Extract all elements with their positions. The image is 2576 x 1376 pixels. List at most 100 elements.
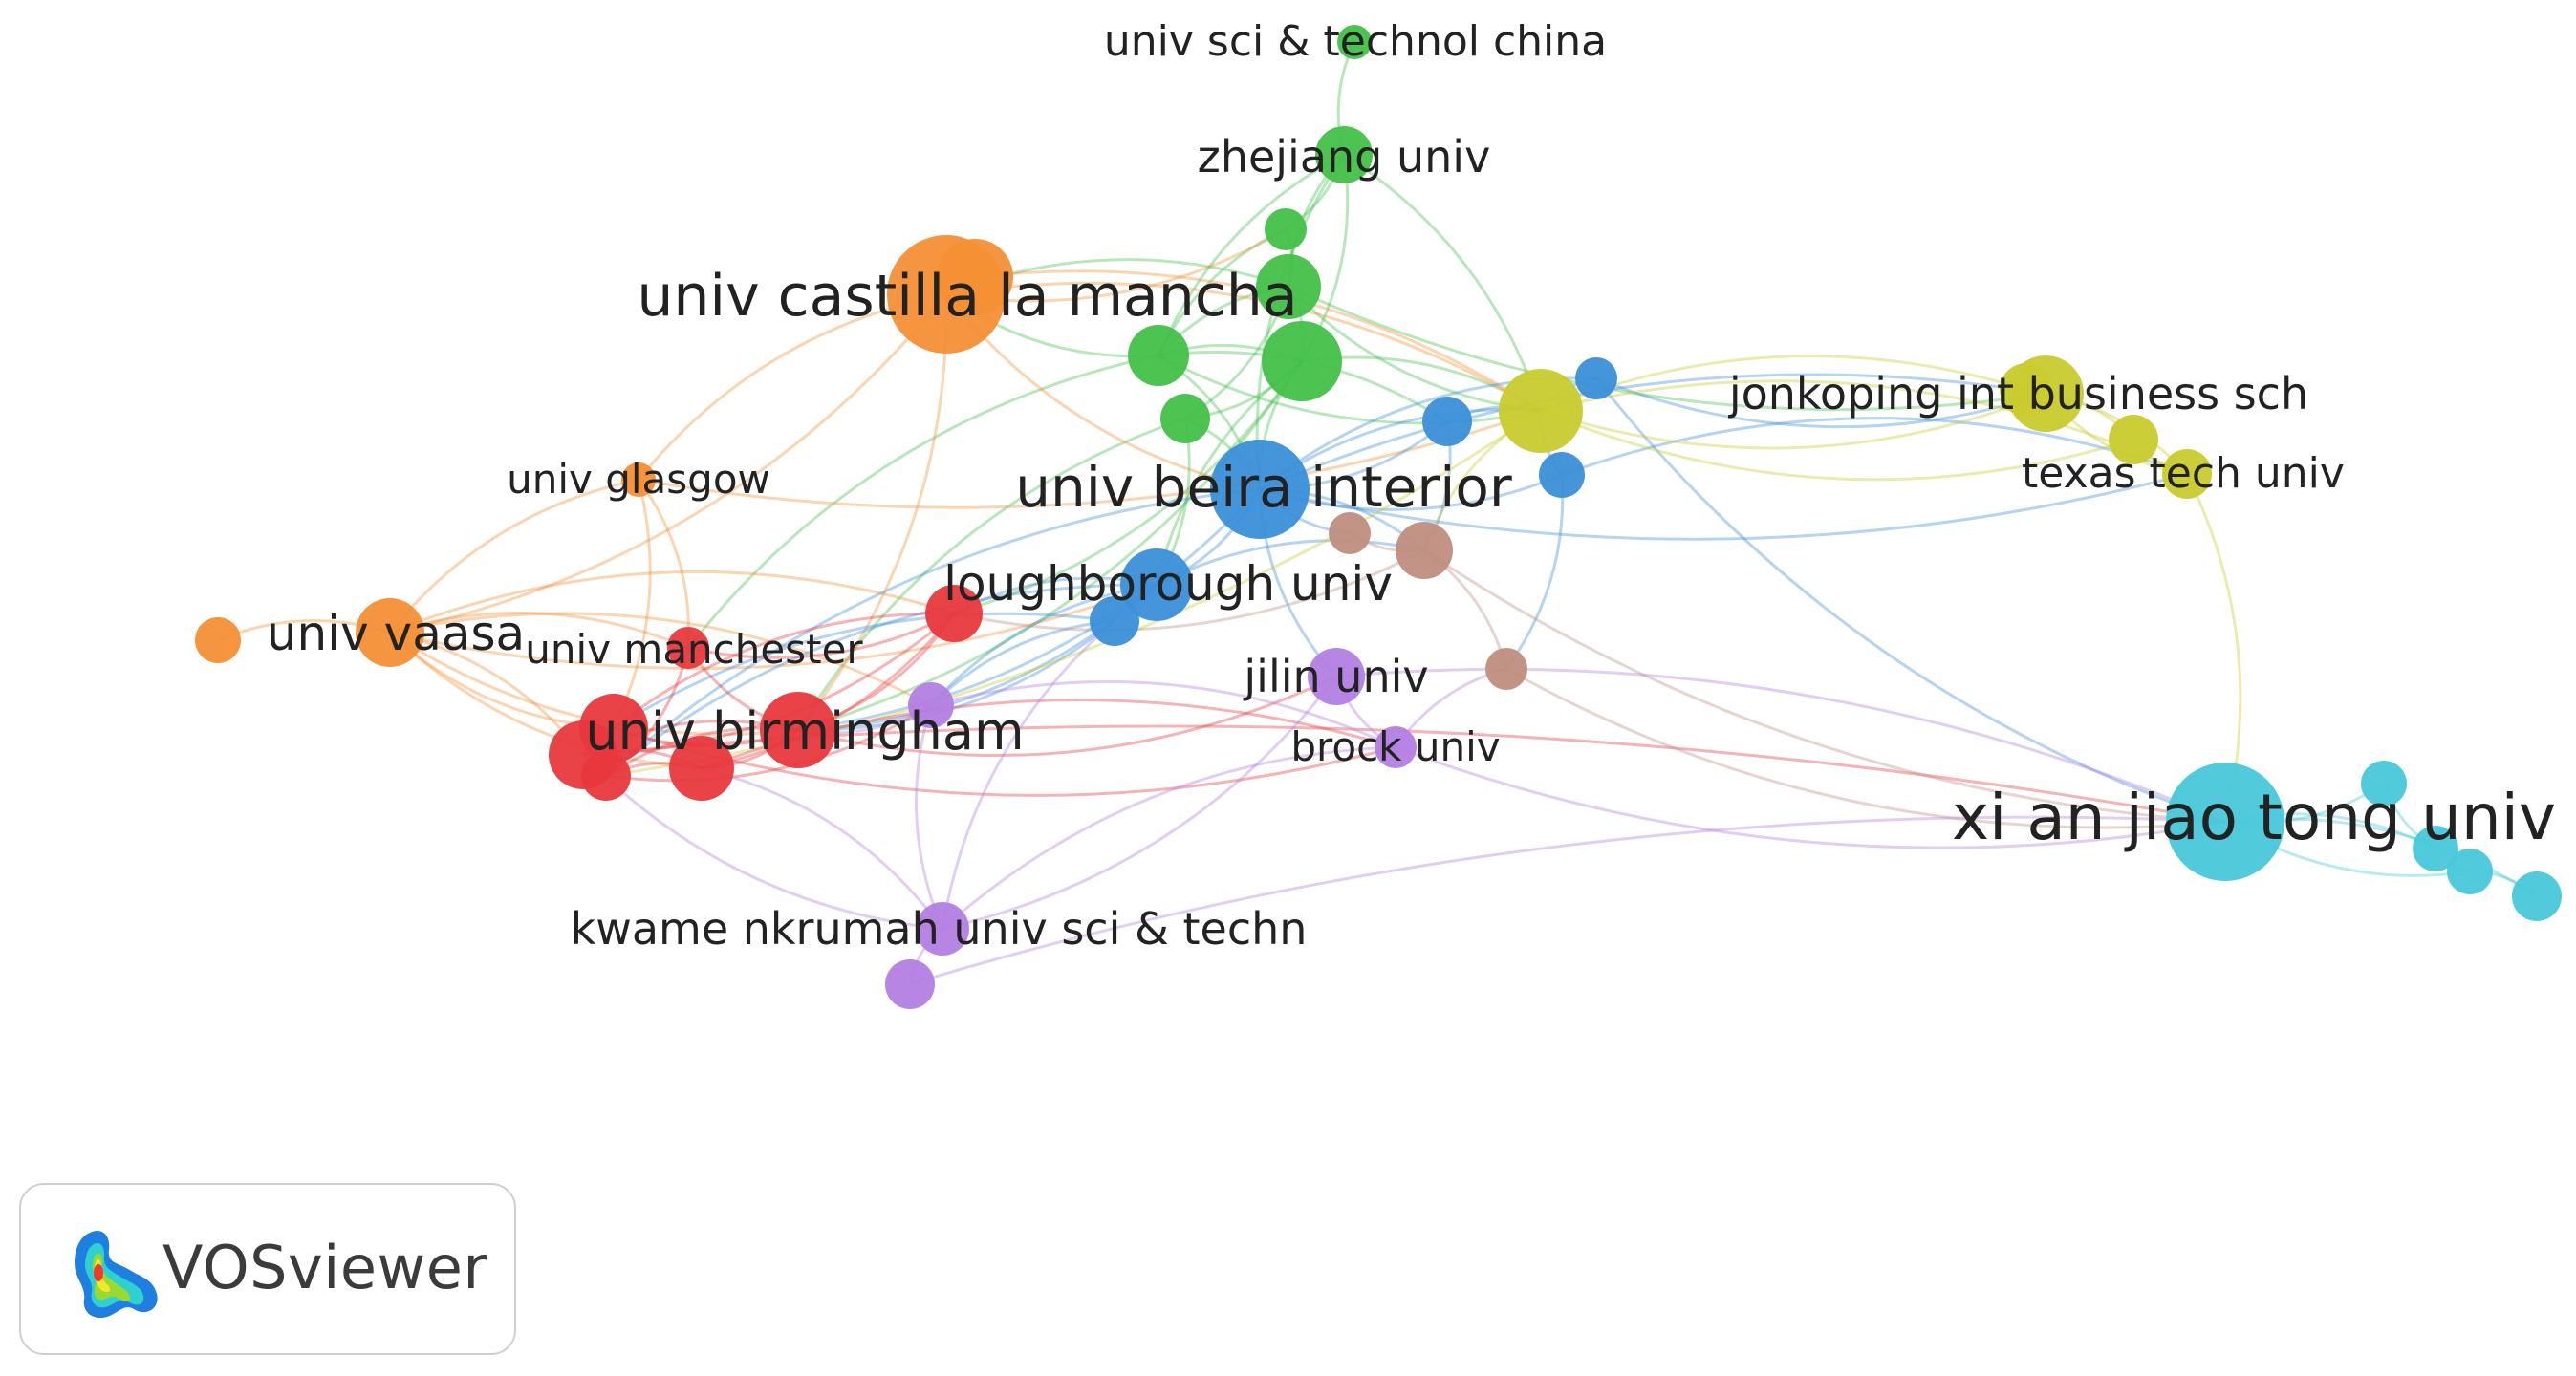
link-g5-bham [796,417,1186,731]
node-zju[interactable] [1315,126,1373,183]
link-uclm-y1 [945,281,1542,413]
label-glasgow: univ glasgow [507,456,770,503]
link-glasgow-y1 [638,409,1542,509]
node-c2[interactable] [2361,761,2407,806]
node-y1[interactable] [1499,369,1583,453]
link-knust-jilin [942,676,1338,931]
link-zju-g4 [1157,153,1345,356]
node-o2[interactable] [937,239,1013,315]
node-ubi[interactable] [1210,440,1310,539]
label-jilin: jilin univ [1243,651,1428,702]
node-xjtu[interactable] [2166,763,2284,881]
link-b6-r2 [613,612,1115,730]
node-g5[interactable] [1160,394,1210,443]
link-glasgow-manchester [637,479,690,649]
node-c4[interactable] [2447,849,2493,894]
link-knust-brock [942,745,1396,931]
node-b5[interactable] [1539,452,1585,498]
label-ubi: univ beira interior [1015,455,1512,520]
link-ubi-r5 [605,487,1261,778]
node-lboro[interactable] [1120,548,1193,621]
label-knust: kwame nkrumah univ sci & techn [571,903,1308,955]
node-o5[interactable] [195,617,241,663]
vosviewer-heatmap-icon [75,1231,158,1319]
link-uclm-vaasa [389,293,948,634]
node-g1[interactable] [1265,208,1307,250]
node-c3[interactable] [2413,826,2458,871]
node-p5[interactable] [885,959,935,1009]
node-jilin[interactable] [1308,648,1365,705]
link-y1-ttu [1540,379,2188,476]
link-bham-jilin [797,675,1337,758]
node-brock[interactable] [1375,726,1417,768]
link-knust-r4 [701,766,944,930]
network-labels: univ sci & technol china zhejiang univ uni… [267,17,2556,955]
link-br3-xjtu [1505,667,2226,829]
node-bham[interactable] [760,692,836,768]
node-glasgow[interactable] [621,462,656,497]
link-g2-jibs [1288,285,2046,412]
label-jibs: jonkoping int business sch [1728,368,2308,419]
link-r1-r4 [701,613,956,770]
label-brock: brock univ [1290,723,1500,770]
link-vaasa-r1 [389,570,955,634]
node-ttu[interactable] [2162,449,2212,499]
label-uclm: univ castilla la mancha [637,263,1297,330]
vosviewer-logo: VOSviewer [19,1183,516,1355]
label-ttu: texas tech univ [2022,449,2345,498]
node-br1[interactable] [1329,512,1371,554]
link-p4-knust [915,704,944,930]
label-bham: univ birmingham [585,701,1024,762]
link-g3-r1 [953,360,1304,615]
link-b6-p4 [929,619,1115,707]
node-c5[interactable] [2512,871,2562,921]
link-glasgow-r2 [612,479,652,729]
link-knust-b6 [941,619,1115,930]
link-b5-ttu [1561,417,2188,477]
network-nodes [195,25,2562,1009]
label-lboro: loughborough univ [943,556,1393,612]
node-br3[interactable] [1485,648,1527,690]
node-b4[interactable] [1575,357,1617,399]
label-zju: zhejiang univ [1198,131,1491,183]
node-g4[interactable] [1128,325,1189,386]
link-y1-jibs [1540,392,2046,450]
link-b4-xjtu [1594,377,2226,824]
link-ubi-jibs [1259,373,2046,491]
link-brock-xjtu [1395,745,2226,849]
link-p4-brock [930,680,1396,749]
link-g4-manchester [686,354,1159,649]
node-vaasa[interactable] [356,598,424,667]
link-vaasa-r4 [388,631,703,770]
link-glasgow-vaasa [388,478,639,634]
node-knust[interactable] [916,902,969,956]
node-r5[interactable] [581,751,631,801]
node-r4[interactable] [669,736,734,801]
label-vaasa: univ vaasa [267,606,525,661]
label-ustc: univ sci & technol china [1104,17,1607,66]
node-p4[interactable] [908,682,954,728]
node-br2[interactable] [1396,522,1453,579]
link-vaasa-p4 [389,612,932,707]
link-knust-r3 [581,753,943,931]
node-g2[interactable] [1256,254,1321,319]
link-ubi-ttu [1259,472,2188,541]
node-ustc[interactable] [1337,25,1372,59]
link-r1-r2 [613,612,955,730]
link-b6-bham [797,619,1115,732]
node-b6[interactable] [1090,596,1139,646]
link-br2-xjtu [1423,548,2226,824]
link-p5-xjtu [909,815,2226,986]
node-g3[interactable] [1262,321,1342,401]
node-b3[interactable] [1422,397,1472,446]
link-y1-r5 [605,409,1542,778]
node-y4[interactable] [2109,415,2158,464]
node-r1[interactable] [925,585,983,642]
node-manchester[interactable] [667,627,709,669]
node-y3[interactable] [2000,363,2053,417]
link-zju-y1 [1343,153,1543,412]
link-y1-y4 [1540,409,2134,482]
logo-text: VOSviewer [162,1233,488,1302]
link-br2-r1 [953,548,1425,632]
